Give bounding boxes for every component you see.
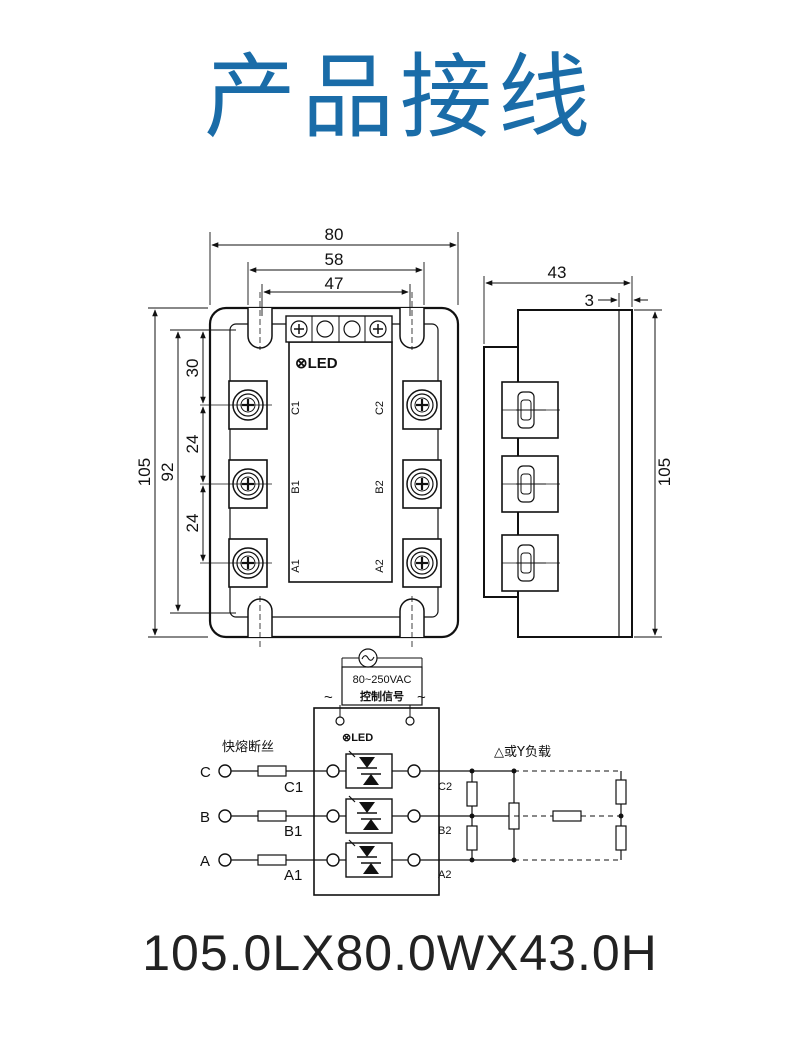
control-voltage: 80~250VAC	[353, 674, 412, 686]
dim-side-height-105: 105	[655, 458, 674, 486]
dim-top-30: 30	[183, 359, 202, 378]
terminal-screw	[401, 537, 443, 589]
tilde-left: ~	[324, 689, 333, 706]
control-signal-label: 控制信号	[360, 689, 404, 703]
terminal-label-b2: B2	[374, 480, 386, 493]
dim-pitch-24: 24	[183, 514, 202, 533]
terminal-label-a1: A1	[290, 559, 302, 572]
phase-b: B B1 B2	[200, 795, 514, 840]
y-load	[514, 770, 627, 861]
relay-terminal-a1: A1	[284, 867, 302, 884]
input-a: A	[200, 853, 210, 870]
phase-c: C C1 C2	[200, 750, 514, 796]
front-view: ⊗LED C1 B1 A1 C2 B2 A2 80 58 47 105 92 3…	[135, 225, 460, 650]
dimensions-caption: 105.0LX80.0WX43.0H	[142, 925, 658, 981]
relay-terminal-a2: A2	[438, 869, 451, 881]
dim-width-47: 47	[325, 274, 344, 293]
relay-terminal-b1: B1	[284, 823, 302, 840]
tilde-right: ~	[417, 689, 426, 706]
fuse-label: 快熔断丝	[222, 740, 274, 755]
terminal-label-a2: A2	[374, 559, 386, 572]
load-resistor	[615, 825, 627, 851]
relay-led-label: ⊗LED	[342, 732, 373, 744]
terminal-label-c1: C1	[290, 401, 302, 415]
relay-terminal-c1: C1	[284, 779, 303, 796]
load-resistor	[552, 810, 582, 822]
dim-height-92: 92	[158, 463, 177, 482]
fuse-a	[257, 854, 287, 866]
load-resistor	[466, 781, 478, 807]
led-label: ⊗LED	[295, 355, 338, 372]
control-signal-box	[341, 666, 423, 706]
terminal-screw	[401, 379, 443, 431]
load-resistor	[615, 779, 627, 805]
page-title: 产品接线	[203, 44, 596, 151]
dim-pitch-24: 24	[183, 435, 202, 454]
load-resistor	[466, 825, 478, 851]
dim-offset-3: 3	[585, 291, 594, 310]
side-view: 43 3 105	[483, 263, 674, 638]
wiring-diagram: 80~250VAC 控制信号 ~ ~ ⊗LED 快熔断丝 △或Y负载 C C1 …	[200, 648, 627, 896]
fuse-b	[257, 810, 287, 822]
relay-terminal-c2: C2	[438, 781, 452, 793]
input-c: C	[200, 764, 211, 781]
label-plate	[288, 341, 393, 583]
dim-height-105: 105	[135, 458, 154, 486]
terminal-label-c2: C2	[374, 401, 386, 415]
dim-depth-43: 43	[548, 263, 567, 282]
phase-a: A A1 A2	[200, 839, 514, 884]
fuse-c	[257, 765, 287, 777]
load-label: △或Y负载	[494, 745, 551, 760]
input-b: B	[200, 809, 210, 826]
relay-terminal-b2: B2	[438, 825, 451, 837]
dim-width-80: 80	[325, 225, 344, 244]
terminal-screw	[401, 458, 443, 510]
dim-width-58: 58	[325, 250, 344, 269]
terminal-label-b1: B1	[290, 480, 302, 493]
